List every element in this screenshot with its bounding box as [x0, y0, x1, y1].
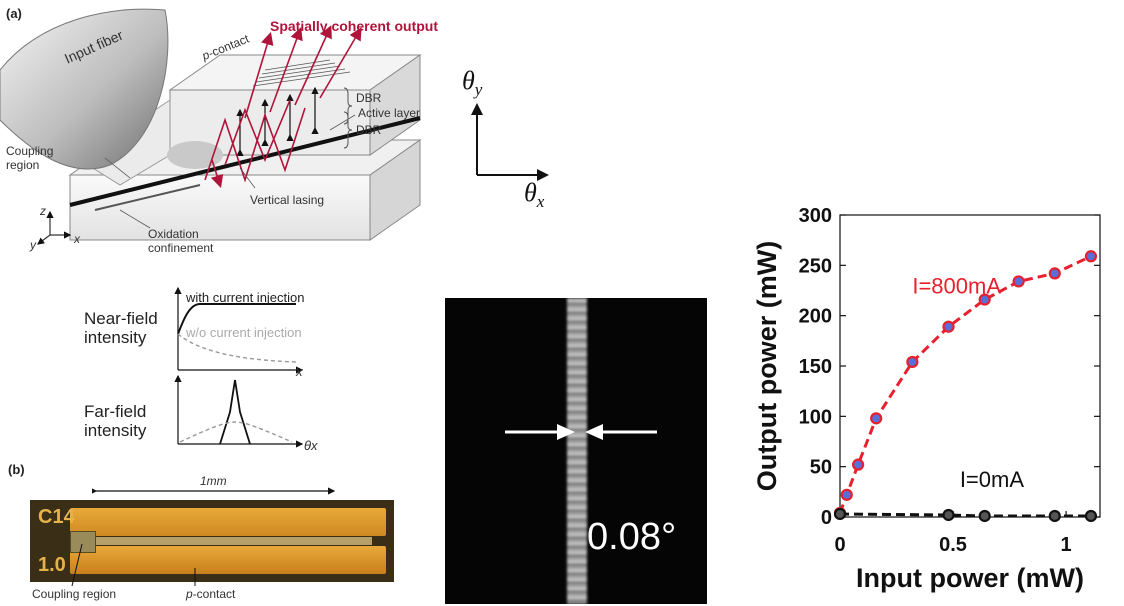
series-point — [978, 509, 991, 523]
y-tick-label: 300 — [799, 205, 832, 227]
input-fiber — [0, 8, 169, 170]
near-field-l1: Near-field — [84, 309, 158, 328]
with-current-label: with current injection — [186, 290, 305, 305]
axis-z-label: z — [40, 204, 46, 218]
far-field-plot — [174, 374, 304, 448]
with-current-curve — [177, 303, 296, 335]
series-point — [1048, 267, 1061, 280]
oxidation-l2: confinement — [148, 241, 214, 255]
x-tick-label: 1 — [1061, 534, 1072, 556]
y-axis-label: Output power (mW) — [752, 241, 782, 491]
active-layer — [69, 116, 421, 207]
theta-x-sub: x — [536, 192, 545, 212]
coherent-rays — [204, 25, 362, 189]
y-tick-label: 0 — [821, 507, 832, 529]
series-point — [942, 320, 955, 333]
far-field-l1: Far-field — [84, 402, 147, 421]
chip-waveguide — [72, 537, 372, 545]
chip-photo: C14 1.0 — [30, 500, 394, 582]
far-field-l2: intensity — [84, 421, 147, 440]
far-field-beam-image: 0.08° — [445, 298, 707, 604]
width-arrows — [505, 424, 657, 440]
theta-axes — [471, 103, 549, 181]
near-field-plot — [174, 286, 304, 374]
coupling-l1: Coupling — [6, 144, 54, 158]
chip-upper-contact — [70, 508, 386, 536]
p-contact-b-rest: -contact — [192, 587, 236, 601]
length-arrow — [92, 487, 336, 495]
oxidation-l1: Oxidation — [148, 227, 199, 241]
length-label: 1mm — [200, 474, 227, 488]
y-tick-label: 100 — [799, 406, 832, 428]
panel-a-label: (a) — [6, 6, 22, 21]
theta-y-sym: θ — [462, 66, 475, 95]
vertical-lasing-label: Vertical lasing — [250, 193, 325, 207]
near-field-l2: intensity — [84, 328, 147, 347]
panel-a-title: Spatially coherent output — [270, 18, 439, 34]
xyz-axes — [37, 210, 72, 245]
p-contact-b-p: p — [186, 587, 193, 601]
far-field-peak — [219, 379, 251, 445]
axis-y-label: y — [30, 238, 36, 252]
p-contact-b-label: p-contact — [186, 587, 235, 601]
device-diagram — [0, 8, 422, 245]
x-axis-label: Input power (mW) — [856, 563, 1084, 593]
series-point — [1012, 275, 1025, 288]
near-field-axis-label: x — [296, 364, 303, 379]
axis-x-label: x — [74, 232, 80, 246]
chip-text-10: 1.0 — [38, 554, 66, 576]
series-line — [838, 254, 1092, 514]
series-point — [833, 507, 847, 521]
chip-coupling-pad — [70, 531, 96, 553]
chip-leaders — [71, 543, 196, 587]
dbr-bottom-label: DBR — [356, 123, 382, 137]
y-tick-label: 50 — [810, 457, 832, 479]
dbr-top-label: DBR — [356, 91, 382, 105]
series-point — [870, 412, 883, 425]
series-point — [906, 355, 919, 369]
series-point — [840, 488, 853, 501]
chip-lower-contact — [70, 546, 386, 574]
theta-x-label: θx — [524, 178, 544, 212]
angle-label: 0.08° — [587, 516, 677, 558]
series-point — [851, 458, 865, 471]
chip-text-c14: C14 — [38, 506, 75, 528]
far-field-axis-label: θx — [304, 438, 318, 453]
beam-stripe — [567, 298, 587, 604]
y-tick-label: 200 — [799, 306, 832, 328]
theta-y-label: θy — [462, 66, 482, 100]
series-point — [978, 293, 991, 306]
series-label: I=800mA — [912, 274, 1001, 299]
coupling-l2: region — [6, 158, 40, 172]
without-current-label: w/o current injection — [186, 325, 302, 340]
series-point — [942, 508, 955, 522]
active-layer-label: Active layer — [358, 106, 421, 120]
far-field-broad — [179, 421, 293, 443]
x-tick-label: 0.5 — [939, 534, 967, 556]
series-point — [1084, 509, 1098, 523]
coupling-region-b-label: Coupling region — [32, 587, 117, 601]
series-point — [1084, 250, 1098, 263]
without-current-curve — [177, 333, 297, 363]
x-tick-label: 0 — [834, 534, 845, 556]
theta-y-sub: y — [474, 80, 483, 100]
theta-x-sym: θ — [524, 178, 537, 207]
series-label: I=0mA — [960, 467, 1025, 492]
y-tick-label: 150 — [799, 356, 832, 378]
panel-b-label: (b) — [8, 462, 25, 477]
series-point — [1048, 509, 1061, 523]
y-tick-label: 250 — [799, 255, 832, 277]
